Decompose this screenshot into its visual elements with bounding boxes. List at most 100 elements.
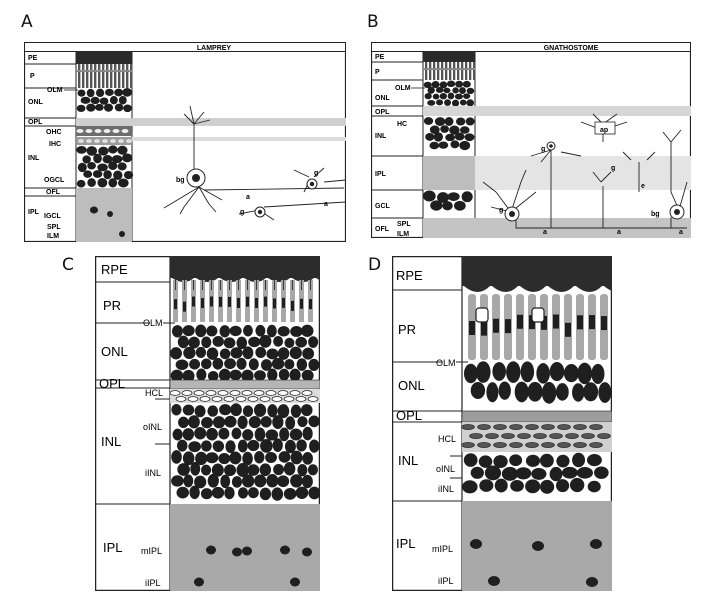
panel-b-photoreceptors: [423, 62, 476, 80]
panel-a-letter: A: [21, 12, 33, 32]
panel-b-label-inl: INL: [375, 133, 387, 140]
photoreceptor: [98, 64, 101, 88]
ipl-nucleus: [302, 547, 312, 557]
panel-b-cell-a3: a: [679, 229, 683, 236]
inl-nucleus: [242, 405, 254, 417]
inl-nucleus: [207, 473, 219, 488]
inl-nucleus: [260, 416, 272, 428]
horizontal-cell: [509, 424, 523, 430]
photoreceptor-outer: [237, 297, 240, 308]
photoreceptor: [110, 64, 113, 88]
inl-nucleus: [572, 452, 586, 468]
onl-nucleus: [527, 381, 543, 402]
inl-nucleus: [201, 440, 212, 452]
inl-nucleus: [224, 464, 237, 477]
inl-nucleus: [230, 403, 242, 417]
horizontal-cell: [565, 433, 579, 439]
onl-nucleus: [171, 325, 183, 338]
inl-nucleus: [525, 479, 541, 494]
panel-a-cell-bg: bg: [176, 177, 185, 184]
horizontal-cell: [187, 396, 199, 402]
panel-a-inl-nuclei: [76, 126, 134, 188]
horizontal-cell: [112, 129, 120, 133]
photoreceptor: [106, 64, 109, 88]
onl-nucleus: [207, 370, 219, 382]
horizontal-cell: [469, 433, 483, 439]
panel-d-label-pr: PR: [398, 322, 416, 337]
onl-nucleus: [189, 358, 201, 370]
onl-nucleus: [80, 96, 91, 104]
horizontal-cell: [509, 442, 523, 448]
ipl-nucleus: [242, 546, 252, 556]
rpe-cell: [520, 286, 546, 292]
onl-nucleus: [463, 93, 471, 100]
inl-nucleus: [83, 170, 93, 178]
horizontal-cell: [541, 424, 555, 430]
inl-nucleus: [188, 415, 200, 429]
inl-nucleus: [231, 476, 243, 488]
onl-nucleus: [514, 381, 529, 403]
onl-nucleus: [109, 95, 118, 105]
horizontal-cell: [573, 424, 587, 430]
onl-nucleus: [241, 369, 254, 383]
inl-nucleus: [494, 478, 508, 493]
inl-nucleus: [549, 466, 563, 482]
onl-nucleus: [95, 103, 104, 111]
inl-nucleus: [201, 417, 213, 429]
inl-nucleus: [183, 474, 194, 488]
inl-nucleus: [479, 479, 494, 492]
onl-nucleus: [114, 88, 124, 97]
inl-nucleus: [188, 441, 201, 453]
panel-a-label-opl: OPL: [28, 119, 43, 126]
photoreceptor-outer: [228, 296, 231, 307]
inl-nucleus: [77, 162, 87, 173]
panel-d-label-onl: ONL: [398, 378, 425, 393]
inl-nucleus: [271, 487, 284, 501]
onl-nucleus: [486, 382, 499, 403]
inl-nucleus: [438, 141, 449, 149]
onl-nucleus: [563, 364, 579, 383]
panel-b-onl-nuclei: [423, 80, 475, 107]
horizontal-cell: [461, 424, 475, 430]
horizontal-cell: [307, 396, 319, 402]
inl-nucleus: [218, 452, 231, 465]
inl-nucleus: [103, 170, 112, 180]
panel-d-onl-nuclei: [463, 361, 612, 404]
panel-c-label-olm: OLM: [143, 318, 163, 328]
panel-a-label-p: P: [30, 73, 35, 80]
inl-nucleus: [231, 427, 242, 440]
onl-nucleus: [77, 89, 86, 97]
horizontal-cell: [461, 442, 475, 448]
panel-c-label-pr: PR: [103, 298, 121, 313]
inl-nucleus: [211, 463, 224, 477]
horizontal-cell: [86, 139, 92, 143]
onl-nucleus: [86, 88, 95, 98]
panel-b-cell-g1: g: [541, 146, 545, 153]
onl-nucleus: [423, 81, 432, 89]
panel-d-label-inl: INL: [398, 453, 418, 468]
onl-nucleus: [229, 369, 242, 381]
inl-nucleus: [111, 155, 123, 164]
horizontal-cell: [253, 390, 265, 396]
panel-d-label-ipl: IPL: [396, 536, 416, 551]
inl-nucleus: [87, 161, 96, 170]
onl-nucleus: [459, 87, 466, 95]
panel-c-label-inl: INL: [101, 434, 121, 449]
photoreceptor: [441, 62, 444, 80]
photoreceptor: [473, 62, 476, 80]
panel-a-cell-a1: a: [246, 194, 250, 201]
inl-nucleus: [171, 475, 184, 487]
onl-nucleus: [218, 368, 231, 382]
inl-nucleus: [289, 428, 303, 441]
panel-d-rpe-tissue: [462, 256, 612, 292]
gcl-nucleus: [430, 200, 443, 211]
photoreceptor-outer: [219, 296, 222, 307]
horizontal-cell: [597, 433, 611, 439]
inl-nucleus: [440, 125, 449, 133]
panel-a-label-ihc: IHC: [49, 141, 61, 148]
inl-nucleus: [309, 439, 320, 453]
onl-nucleus: [302, 347, 315, 360]
inl-nucleus: [456, 117, 466, 126]
horizontal-cell: [573, 442, 587, 448]
horizontal-cell: [493, 442, 507, 448]
